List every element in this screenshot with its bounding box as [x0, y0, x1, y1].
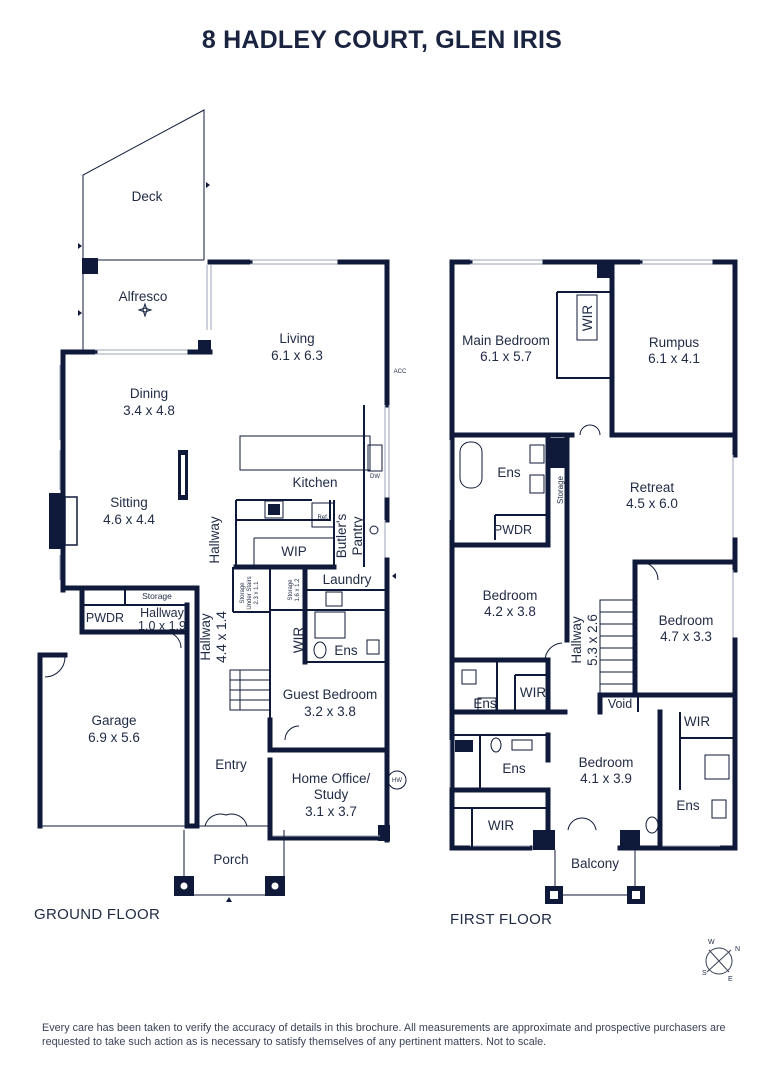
room-label-office-1: Home Office/: [292, 771, 371, 786]
deck-area: [78, 109, 210, 316]
room-label-dining: Dining: [130, 386, 168, 401]
room-label-void: Void: [608, 697, 632, 711]
room-label-ens-left: Ens: [473, 696, 497, 711]
ref-label: Ref.: [317, 515, 328, 521]
room-dim-guest-bedroom: 3.2 x 3.8: [304, 704, 356, 719]
room-label-main-bedroom: Main Bedroom: [462, 333, 550, 348]
room-label-hallway-upper: Hallway: [207, 516, 222, 564]
room-label-living: Living: [279, 331, 314, 346]
room-label-hallway-small: Hallway: [140, 606, 185, 620]
room-label-wir-top: WIR: [580, 305, 595, 331]
room-label-butlers-2: Pantry: [350, 516, 365, 555]
room-label-guest-bedroom: Guest Bedroom: [283, 687, 378, 702]
page-title: 8 HADLEY COURT, GLEN IRIS: [201, 26, 563, 54]
first-floor-label: FIRST FLOOR: [450, 911, 553, 928]
room-label-alfresco: Alfresco: [119, 289, 168, 304]
room-dim-bedroom-right: 4.7 x 3.3: [660, 629, 712, 644]
compass-s: S: [702, 970, 707, 977]
room-dim-sitting: 4.6 x 4.4: [103, 512, 155, 527]
room-label-retreat: Retreat: [630, 480, 675, 495]
room-label-hallway-first: Hallway: [569, 616, 584, 664]
compass-w: W: [708, 939, 715, 946]
room-label-kitchen: Kitchen: [292, 475, 337, 490]
room-label-ens-lower: Ens: [502, 761, 526, 776]
storage-small-dim: 1.6 x 1.2: [295, 578, 301, 602]
storage-under-dim: 2.3 x 1.1: [254, 581, 260, 605]
room-dim-retreat: 4.5 x 6.0: [626, 496, 678, 511]
room-dim-hallway-first: 5.3 x 2.6: [585, 614, 600, 666]
alfresco-area: [82, 258, 212, 355]
dw-label: DW: [370, 474, 380, 480]
compass-n: N: [735, 946, 740, 953]
room-dim-bedroom-left: 4.2 x 3.8: [484, 604, 536, 619]
room-label-wir-right: WIR: [684, 714, 710, 729]
first-floor-plan: [449, 259, 738, 904]
room-dim-living: 6.1 x 6.3: [271, 348, 323, 363]
room-label-wir-left: WIR: [520, 685, 546, 700]
storage-under-1: Storage: [240, 582, 246, 604]
room-label-storage-ground: Storage: [142, 591, 172, 601]
storage-small-label: Storage: [288, 579, 294, 601]
first-floor-stairs: [599, 599, 636, 696]
room-label-bedroom-lower: Bedroom: [579, 755, 634, 770]
room-dim-hallway-main: 4.4 x 1.4: [214, 611, 229, 663]
room-dim-main-bedroom: 6.1 x 5.7: [480, 349, 532, 364]
room-dim-office: 3.1 x 3.7: [305, 804, 357, 819]
room-label-ens-ground: Ens: [334, 643, 358, 658]
ground-floor-label: GROUND FLOOR: [34, 906, 161, 923]
compass-e: E: [728, 976, 733, 983]
room-label-deck: Deck: [132, 189, 163, 204]
room-label-pwdr-first: PWDR: [494, 523, 532, 537]
compass: [705, 947, 733, 975]
room-label-garage: Garage: [91, 713, 136, 728]
room-dim-bedroom-lower: 4.1 x 3.9: [580, 771, 632, 786]
room-label-storage-first: Storage: [556, 475, 565, 504]
storage-under-2: Under Stairs: [247, 576, 253, 609]
stairs: [229, 669, 271, 711]
room-label-porch: Porch: [213, 852, 248, 867]
room-label-rumpus: Rumpus: [649, 335, 700, 350]
room-label-hallway-main: Hallway: [198, 613, 213, 661]
room-label-ens-main: Ens: [497, 465, 521, 480]
room-label-ens-right: Ens: [676, 798, 700, 813]
hw-label: HW: [392, 778, 402, 784]
room-dim-hallway-small: 1.0 x 1.9: [138, 619, 186, 633]
room-label-laundry: Laundry: [323, 572, 372, 587]
room-label-office-2: Study: [314, 787, 349, 802]
room-dim-dining: 3.4 x 4.8: [123, 403, 175, 418]
room-label-entry: Entry: [215, 757, 247, 772]
room-dim-garage: 6.9 x 5.6: [88, 730, 140, 745]
disclaimer-text: Every care has been taken to verify the …: [42, 1022, 726, 1048]
ground-floor-plan: [37, 109, 407, 902]
room-label-balcony: Balcony: [571, 856, 619, 871]
room-label-wir-bottom: WIR: [488, 818, 514, 833]
acc-label: ACC: [394, 369, 407, 375]
room-label-bedroom-right: Bedroom: [659, 613, 714, 628]
room-dim-rumpus: 6.1 x 4.1: [648, 351, 700, 366]
room-label-bedroom-left: Bedroom: [483, 588, 538, 603]
room-label-butlers-1: Butler's: [334, 513, 349, 558]
room-label-wir-ground: WIR: [291, 627, 306, 653]
room-label-pwdr-ground: PWDR: [86, 611, 124, 625]
room-label-wip: WIP: [281, 544, 307, 559]
room-label-sitting: Sitting: [110, 495, 148, 510]
